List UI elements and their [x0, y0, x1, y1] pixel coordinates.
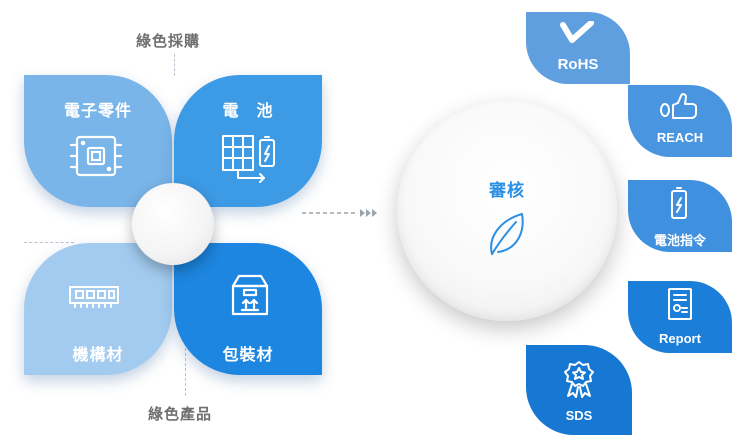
badge-sds-label: SDS — [565, 408, 593, 423]
review-title: 審核 — [489, 181, 525, 201]
badge-battery-directive-label: 電池指令 — [653, 234, 706, 249]
review-circle: 審核 — [397, 101, 617, 321]
petal-electronic-components: 電子零件 — [24, 75, 172, 207]
petal-mechanical-materials-label: 機構材 — [72, 345, 124, 364]
petal-packaging-materials-label: 包裝材 — [222, 345, 274, 364]
award-ribbon-icon — [564, 361, 594, 398]
petal-battery: 電 池 — [174, 75, 322, 207]
petal-packaging-materials: 包裝材 — [174, 243, 322, 375]
solar-battery-icon — [222, 135, 275, 183]
petal-mechanical-materials: 機構材 — [24, 243, 172, 375]
check-icon — [560, 21, 594, 43]
battery-icon — [671, 187, 687, 219]
bottom-dashed-line — [185, 348, 186, 396]
badge-reach: REACH — [628, 85, 732, 157]
badge-battery-directive: 電池指令 — [628, 180, 732, 252]
leaf-icon — [490, 213, 524, 255]
green-product-caption: 綠色產品 — [148, 405, 213, 423]
badge-report-label: Report — [659, 331, 701, 346]
badge-rohs: RoHS — [526, 12, 630, 84]
center-knob — [132, 183, 214, 265]
petal-battery-label: 電 池 — [222, 101, 274, 120]
thumbs-up-icon — [660, 93, 697, 119]
left-dashed-line — [24, 242, 74, 243]
petal-electronic-components-label: 電子零件 — [63, 101, 132, 120]
badge-sds: SDS — [526, 345, 632, 435]
green-procurement-caption: 綠色採購 — [136, 32, 201, 50]
badge-report: Report — [628, 281, 732, 353]
badge-rohs-label: RoHS — [557, 56, 599, 73]
certificate-icon — [668, 288, 692, 320]
top-dashed-line — [174, 54, 175, 76]
flow-arrow-icon — [302, 209, 377, 217]
memory-module-icon — [69, 286, 119, 308]
package-box-icon — [231, 274, 269, 316]
badge-reach-label: REACH — [656, 130, 704, 145]
chip-icon — [69, 135, 123, 177]
